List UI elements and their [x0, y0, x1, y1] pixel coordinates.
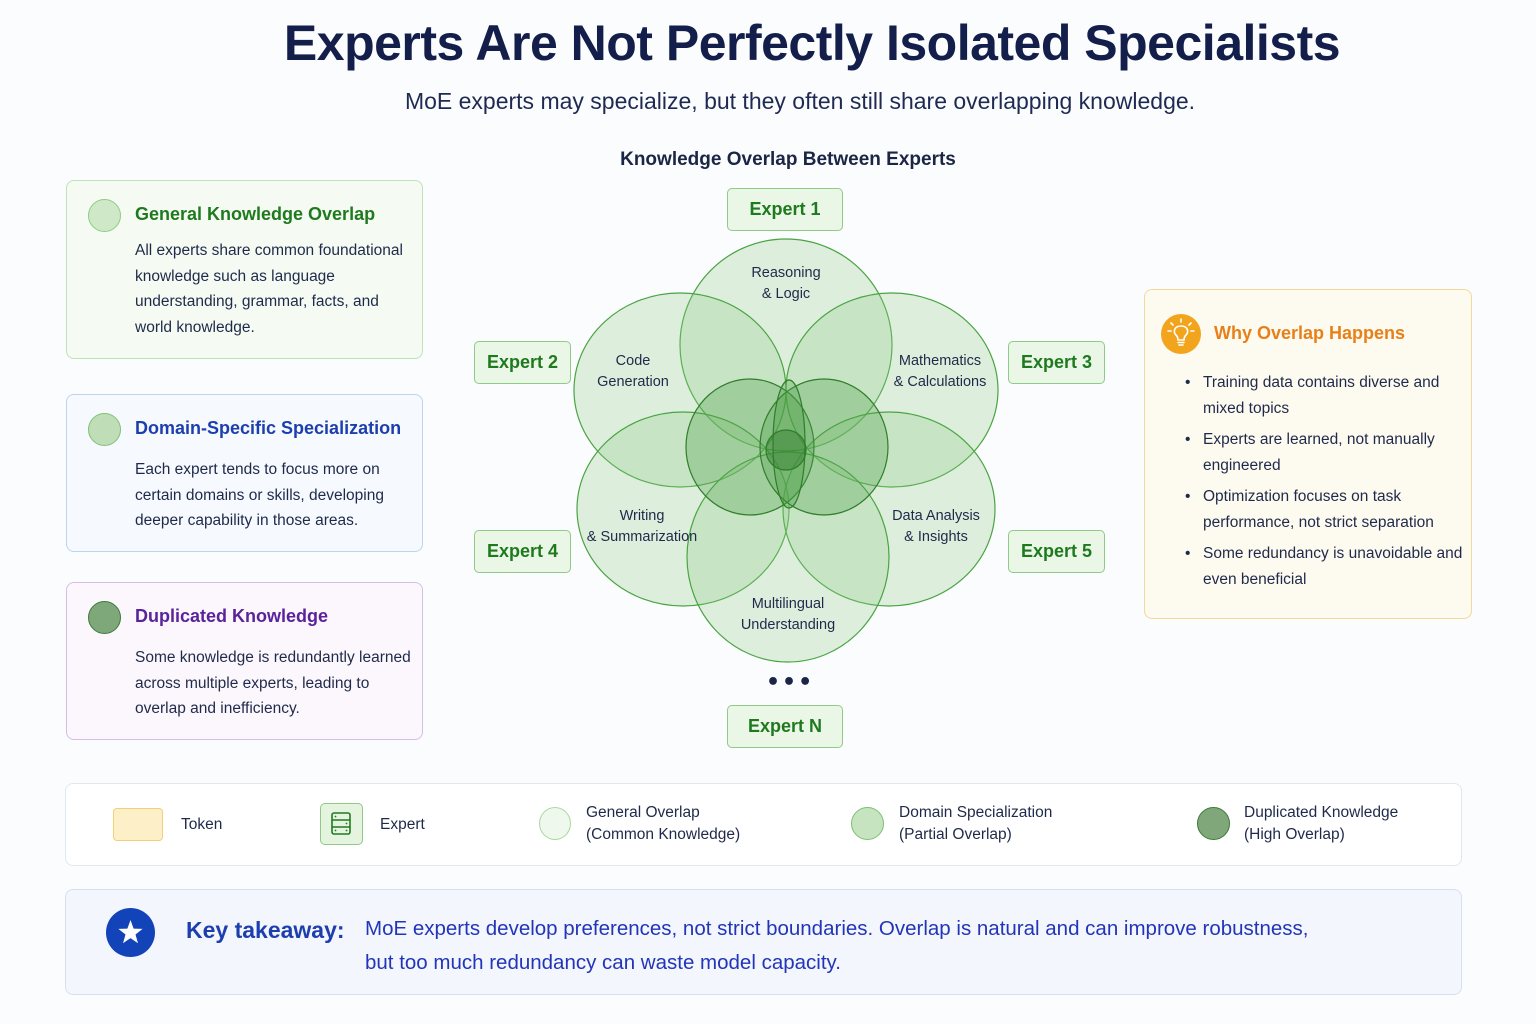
legend-label: Domain Specialization (Partial Overlap)	[899, 802, 1052, 846]
why-reasons-list: Training data contains diverse and mixed…	[1185, 370, 1465, 598]
area-label-line: Generation	[597, 374, 669, 390]
card-title: General Knowledge Overlap	[135, 204, 376, 224]
token-swatch-icon	[113, 808, 163, 841]
area-multilingual	[686, 451, 890, 663]
reason-item: Training data contains diverse and mixed…	[1185, 370, 1465, 421]
medium-circle-icon	[851, 807, 884, 840]
light-circle-icon	[539, 807, 571, 840]
area-reasoning	[679, 238, 893, 452]
legend-sublabel: (Common Knowledge)	[586, 826, 741, 843]
area-label-code-generation: Code Generation	[583, 351, 683, 393]
expert-5-box: Expert 5	[1008, 530, 1105, 573]
star-icon	[106, 908, 155, 957]
area-label-writing: Writing & Summarization	[582, 506, 702, 548]
area-label-line: & Insights	[904, 529, 968, 545]
legend-item-general-overlap: General Overlap (Common Knowledge)	[536, 784, 836, 867]
page-subtitle: MoE experts may specialize, but they oft…	[404, 88, 1196, 114]
area-label-multilingual: Multilingual Understanding	[728, 594, 848, 636]
reason-item: Optimization focuses on task performance…	[1185, 484, 1465, 535]
dark-green-circle-icon	[88, 601, 121, 634]
card-duplicated-knowledge: Duplicated Knowledge Some knowledge is r…	[66, 582, 423, 740]
legend-item-duplicated-knowledge: Duplicated Knowledge (High Overlap)	[1196, 784, 1456, 867]
takeaway-text: MoE experts develop preferences, not str…	[365, 912, 1365, 980]
legend-item-domain-specialization: Domain Specialization (Partial Overlap)	[849, 784, 1149, 867]
legend-label: Duplicated Knowledge (High Overlap)	[1244, 802, 1398, 846]
legend-label-line: General Overlap	[586, 804, 700, 821]
area-label-line: Understanding	[740, 617, 836, 633]
area-label-line: Mathematics	[898, 353, 982, 369]
expert-4-box: Expert 4	[474, 530, 571, 573]
legend-sublabel: (High Overlap)	[1244, 826, 1345, 843]
legend-item-expert: Expert	[316, 784, 516, 867]
area-label-line: Data Analysis	[892, 508, 980, 524]
card-body: Some knowledge is redundantly learned ac…	[135, 649, 411, 717]
card-title: Duplicated Knowledge	[135, 606, 329, 626]
legend-sublabel: (Partial Overlap)	[899, 826, 1012, 843]
legend-label: Expert	[380, 816, 425, 833]
legend-label: General Overlap (Common Knowledge)	[586, 802, 740, 846]
expert-1-box: Expert 1	[727, 188, 843, 231]
area-label-mathematics: Mathematics & Calculations	[880, 351, 1000, 393]
diagram-title: Knowledge Overlap Between Experts	[620, 149, 956, 170]
card-why-overlap-happens: Why Overlap Happens Training data contai…	[1144, 289, 1472, 619]
legend-item-token: Token	[66, 784, 286, 867]
dark-circle-icon	[1197, 807, 1230, 840]
expert-2-box: Expert 2	[474, 341, 571, 384]
area-label-line: & Summarization	[586, 529, 698, 545]
medium-green-circle-icon	[88, 413, 121, 446]
core-duplicated-knowledge	[765, 429, 807, 471]
area-label-line: & Calculations	[893, 374, 987, 390]
area-writing	[576, 411, 790, 607]
inner-overlap-right	[759, 378, 889, 516]
legend-label: Token	[181, 816, 223, 833]
area-label-data-analysis: Data Analysis & Insights	[876, 506, 996, 548]
page-title: Experts Are Not Perfectly Isolated Speci…	[283, 15, 1341, 71]
card-domain-specialization: Domain-Specific Specialization Each expe…	[66, 394, 423, 552]
server-icon	[320, 803, 363, 845]
expert-3-box: Expert 3	[1008, 341, 1105, 384]
area-data-analysis	[782, 411, 996, 607]
card-body: Each expert tends to focus more on certa…	[135, 461, 384, 529]
reason-item: Experts are learned, not manually engine…	[1185, 427, 1465, 478]
inner-overlap-left	[685, 378, 815, 516]
card-general-knowledge-overlap: General Knowledge Overlap All experts sh…	[66, 180, 423, 359]
area-label-line: Writing	[619, 508, 665, 524]
key-takeaway-panel: Key takeaway: MoE experts develop prefer…	[65, 889, 1462, 995]
area-label-line: Reasoning	[751, 265, 821, 281]
area-label-reasoning: Reasoning & Logic	[736, 263, 836, 305]
area-label-line: Code	[615, 353, 651, 369]
light-green-circle-icon	[88, 199, 121, 232]
area-label-line: & Logic	[761, 286, 811, 302]
legend-label-line: Duplicated Knowledge	[1244, 804, 1399, 821]
legend-label-line: Domain Specialization	[899, 804, 1053, 821]
takeaway-text-line: MoE experts develop preferences, not str…	[365, 917, 1309, 940]
lightbulb-icon	[1161, 314, 1201, 354]
expert-n-box: Expert N	[727, 705, 843, 748]
more-experts-ellipsis: •••	[766, 670, 815, 695]
legend: Token Expert General Overlap	[65, 783, 1462, 866]
card-body: All experts share common foundational kn…	[135, 242, 403, 336]
area-label-line: Multilingual	[751, 596, 825, 612]
takeaway-label: Key takeaway:	[186, 917, 345, 943]
reason-item: Some redundancy is unavoidable and even …	[1185, 541, 1465, 592]
takeaway-text-line: but too much redundancy can waste model …	[365, 951, 841, 974]
card-title: Domain-Specific Specialization	[135, 418, 402, 438]
why-card-title: Why Overlap Happens	[1214, 323, 1406, 343]
